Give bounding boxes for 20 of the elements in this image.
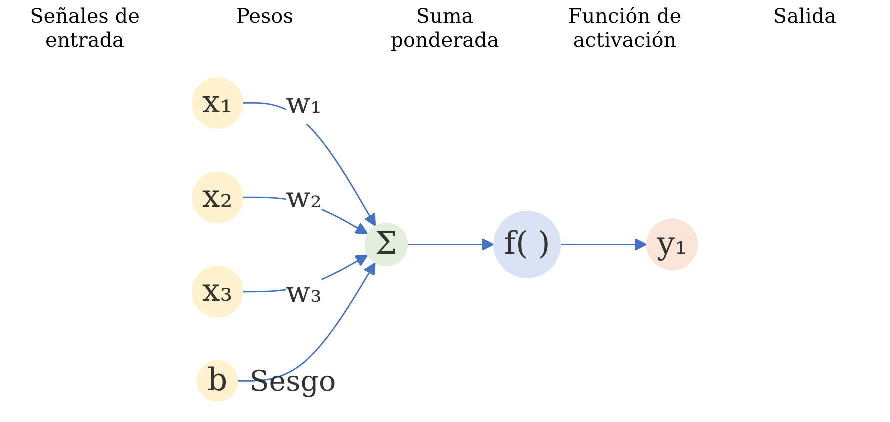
- arrow: [561, 238, 648, 251]
- node-circle: f( ): [494, 211, 562, 278]
- node-circle: x₂: [192, 172, 244, 224]
- edge-label: w₃: [286, 274, 322, 309]
- node-circle: b: [196, 360, 238, 402]
- node-circle: x₁: [192, 77, 244, 129]
- edge-label: w₁: [286, 86, 322, 120]
- node-circle: Σ: [364, 222, 408, 266]
- node-circle: y₁: [646, 218, 698, 270]
- column-heading: Salida: [772, 4, 838, 30]
- node-circle: x₃: [192, 266, 244, 318]
- node-caption: Sesgo: [250, 365, 336, 398]
- arrow: [408, 238, 494, 251]
- column-heading: Señales de entrada: [29, 4, 141, 54]
- arrow: [238, 262, 376, 382]
- edge-label: w₂: [286, 180, 322, 215]
- arrow: [243, 102, 376, 226]
- column-heading: Pesos: [236, 4, 294, 30]
- column-heading: Suma ponderada: [390, 4, 500, 54]
- column-heading: Función de activación: [567, 4, 683, 54]
